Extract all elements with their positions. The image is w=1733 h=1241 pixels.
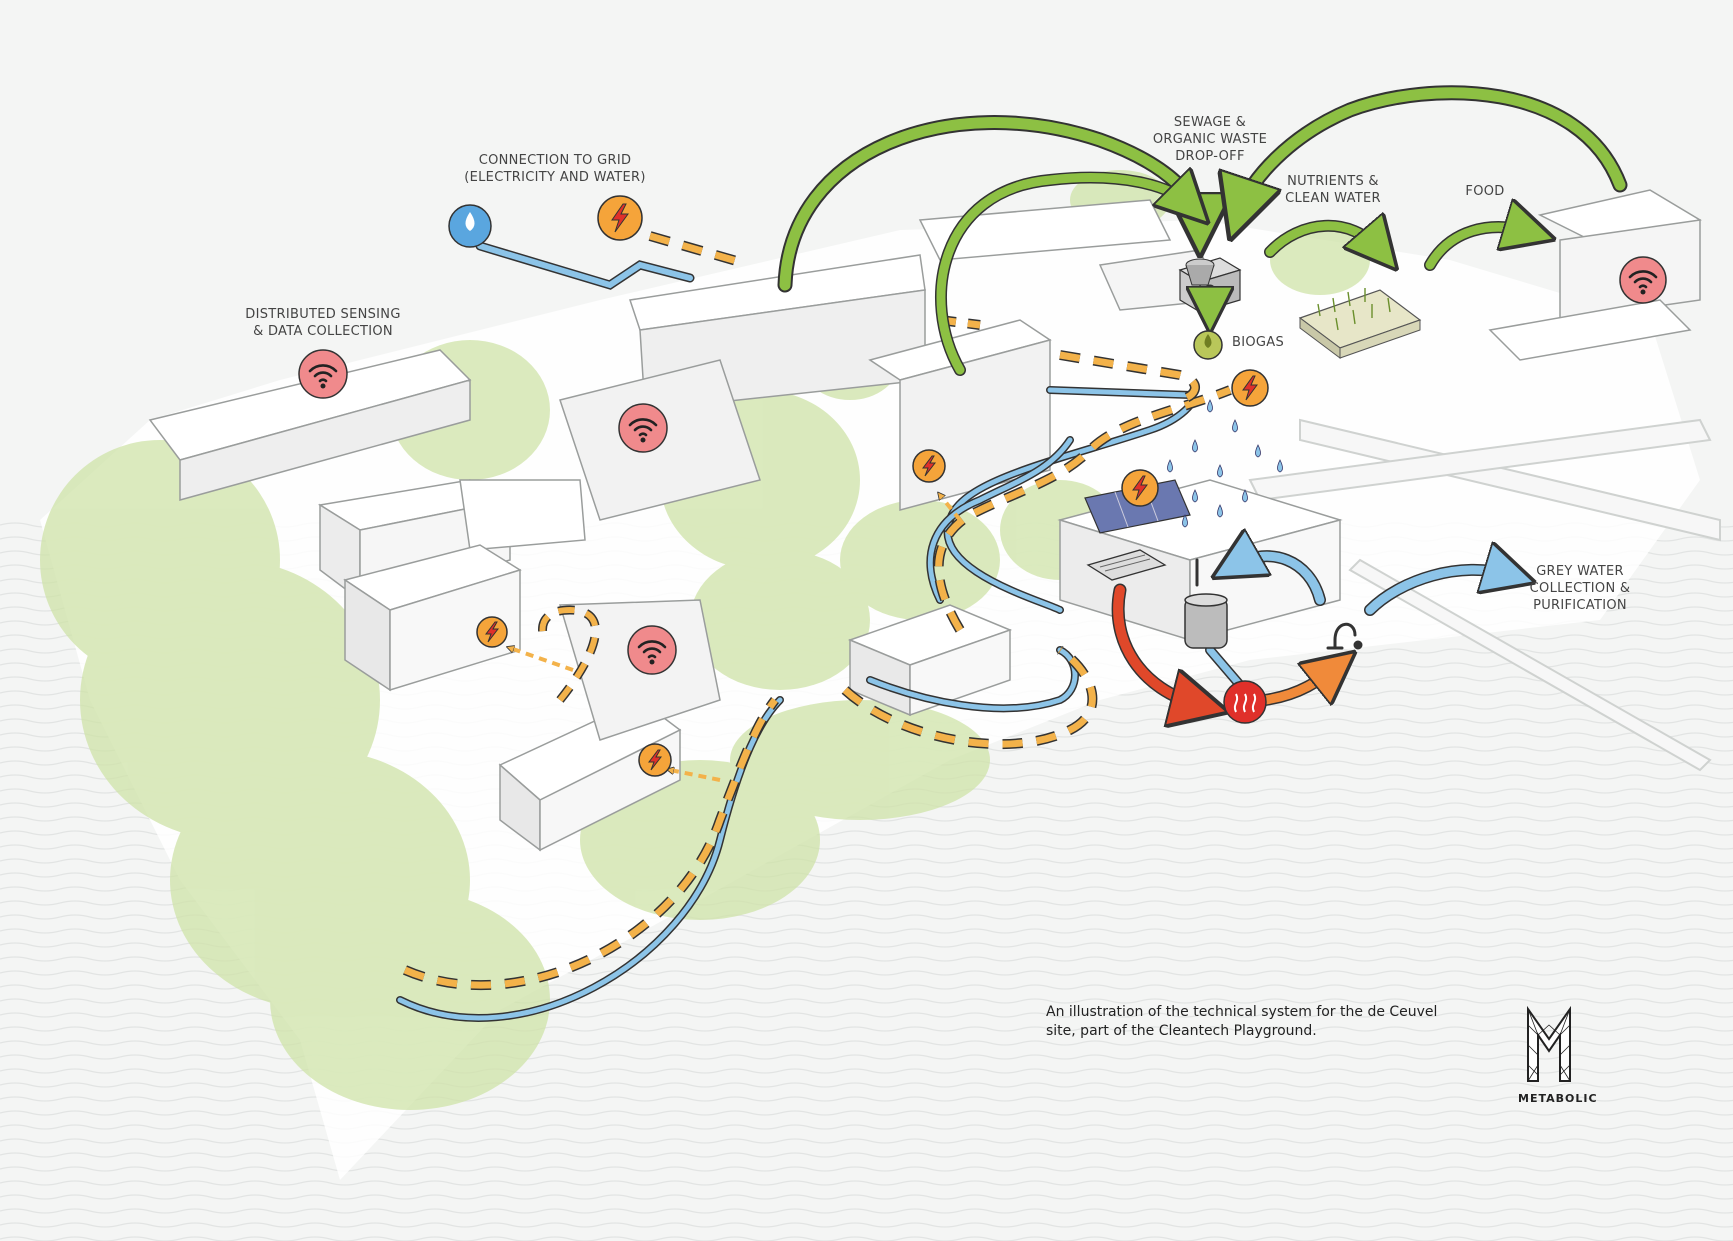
lightning-icon [477,617,507,647]
water-drop-icon [449,205,491,247]
sewage-label: SEWAGE & ORGANIC WASTE DROP-OFF [1135,114,1285,165]
lightning-icon [639,744,671,776]
lightning-icon [598,196,642,240]
wifi-icon [1620,257,1666,303]
wifi-icon [628,626,676,674]
caption: An illustration of the technical system … [1046,1003,1446,1041]
wifi-icon [619,404,667,452]
metabolic-m-icon [1524,1005,1574,1085]
nutrients-label: NUTRIENTS & CLEAN WATER [1258,173,1408,207]
metabolic-logo: METABOLIC [1518,1005,1580,1105]
boiler-tank [1185,594,1227,648]
heat-icon [1224,681,1266,723]
distributed-sensing-label: DISTRIBUTED SENSING & DATA COLLECTION [228,306,418,340]
biogas-drop-icon [1194,331,1222,359]
biogas-label: BIOGAS [1232,334,1312,351]
food-label: FOOD [1455,183,1515,200]
lightning-icon [1232,370,1268,406]
lightning-icon [913,450,945,482]
lightning-icon [1122,470,1158,506]
wifi-icon [299,350,347,398]
grey-water-label: GREY WATER COLLECTION & PURIFICATION [1510,563,1650,614]
logo-text: METABOLIC [1518,1092,1580,1105]
connection-to-grid-label: CONNECTION TO GRID (ELECTRICITY AND WATE… [450,152,660,186]
